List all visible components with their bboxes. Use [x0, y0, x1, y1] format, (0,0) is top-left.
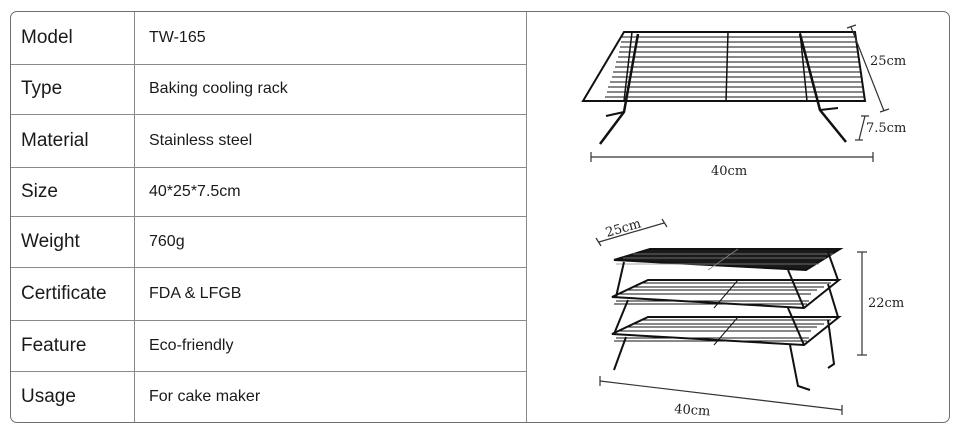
single-width-label: 25cm — [870, 54, 906, 69]
spec-label: Usage — [11, 371, 135, 422]
spec-row-feature: Feature Eco-friendly — [11, 320, 527, 372]
spec-label: Material — [11, 114, 135, 168]
spec-row-usage: Usage For cake maker — [11, 371, 527, 422]
spec-label: Size — [11, 167, 135, 217]
stacked-rack-dimensions — [595, 218, 867, 415]
single-length-label: 40cm — [711, 164, 747, 179]
spec-label: Weight — [11, 216, 135, 268]
single-height-label: 7.5cm — [866, 121, 906, 136]
spec-label: Model — [11, 12, 135, 65]
spec-label: Feature — [11, 320, 135, 372]
spec-table: Model TW-165 Type Baking cooling rack Ma… — [11, 12, 527, 422]
stacked-rack-illustration — [611, 248, 844, 391]
spec-row-type: Type Baking cooling rack — [11, 64, 527, 115]
spec-value: Eco-friendly — [134, 320, 527, 372]
product-spec-card: Model TW-165 Type Baking cooling rack Ma… — [10, 11, 950, 423]
single-rack-dimensions — [590, 24, 890, 162]
stacked-width-label: 25cm — [604, 216, 643, 240]
spec-value: FDA & LFGB — [134, 267, 527, 321]
spec-row-weight: Weight 760g — [11, 216, 527, 268]
spec-value: TW-165 — [134, 12, 527, 65]
spec-value: 40*25*7.5cm — [134, 167, 527, 217]
spec-label: Certificate — [11, 267, 135, 321]
spec-value: For cake maker — [134, 371, 527, 422]
spec-row-certificate: Certificate FDA & LFGB — [11, 267, 527, 321]
stacked-length-label: 40cm — [674, 402, 711, 419]
spec-value: Stainless steel — [134, 114, 527, 168]
spec-row-size: Size 40*25*7.5cm — [11, 167, 527, 217]
spec-label: Type — [11, 64, 135, 115]
spec-row-material: Material Stainless steel — [11, 114, 527, 168]
single-rack-illustration — [581, 31, 867, 145]
spec-row-model: Model TW-165 — [11, 12, 527, 65]
spec-value: 760g — [134, 216, 527, 268]
stacked-height-label: 22cm — [868, 296, 904, 311]
product-illustration-panel: 25cm 7.5cm 40cm — [528, 12, 949, 422]
spec-value: Baking cooling rack — [134, 64, 527, 115]
